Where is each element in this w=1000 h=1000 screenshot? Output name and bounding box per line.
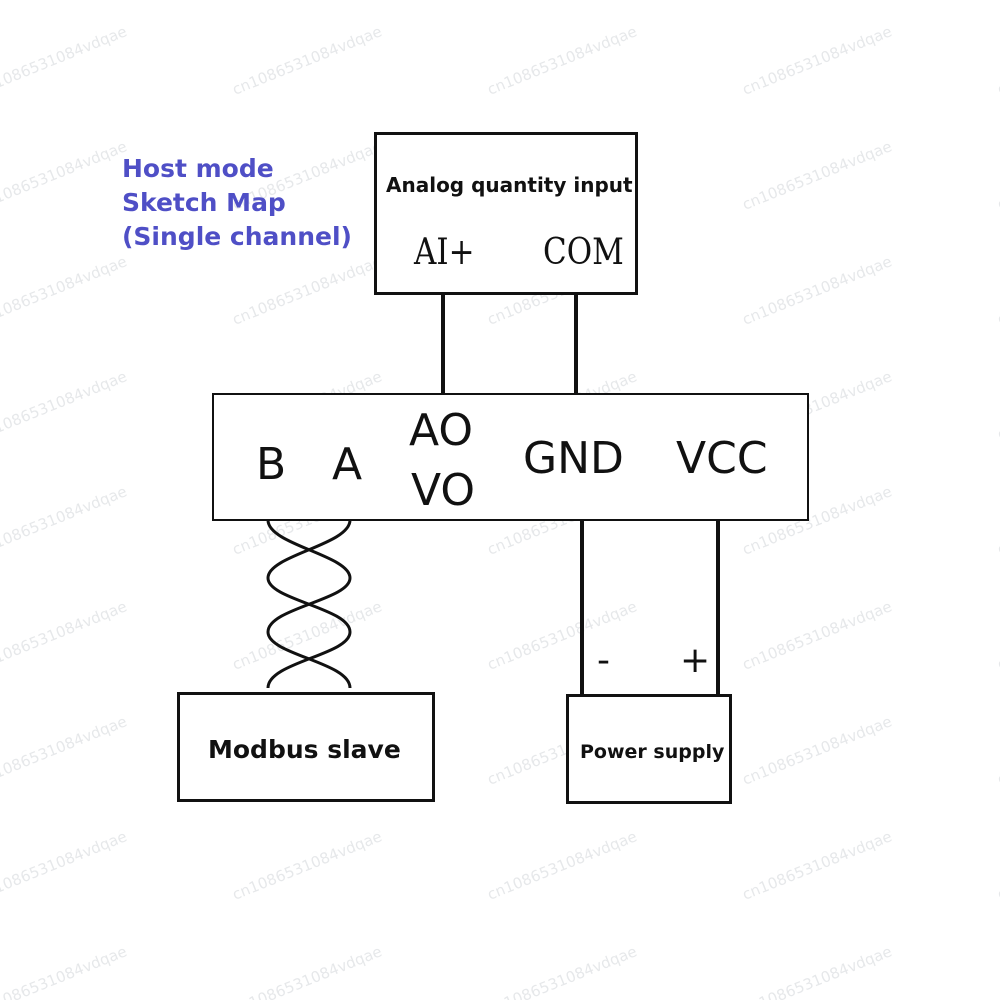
caption-line-host-mode: Host mode [122, 154, 274, 183]
wire-gnd-to-minus [580, 518, 584, 696]
analog-input-title: Analog quantity input [386, 173, 633, 197]
terminal-gnd: GND [523, 433, 624, 484]
terminal-vo: VO [411, 465, 475, 516]
analog-input-box: Analog quantity input AI+ COM [374, 132, 638, 295]
modbus-slave-title: Modbus slave [208, 735, 401, 764]
modbus-slave-box: Modbus slave [177, 692, 435, 802]
terminal-a: A [332, 439, 363, 490]
power-minus-label: - [597, 640, 610, 681]
terminal-b: B [256, 439, 287, 490]
module-terminal-block: B A AO VO GND VCC [212, 393, 809, 521]
terminal-com: COM [543, 232, 624, 273]
terminal-vcc: VCC [676, 433, 768, 484]
power-supply-title: Power supply [580, 741, 725, 763]
terminal-ao: AO [409, 405, 473, 456]
terminal-ai-plus: AI+ [414, 232, 475, 273]
power-plus-label: + [680, 640, 711, 681]
twisted-pair-wire-a [266, 519, 352, 689]
wire-com-to-gnd [574, 292, 578, 396]
caption-line-single-channel: (Single channel) [122, 222, 352, 251]
caption-line-sketch-map: Sketch Map [122, 188, 286, 217]
power-supply-box: Power supply [566, 694, 732, 804]
wire-ai-to-ao [441, 292, 445, 396]
wire-vcc-to-plus [716, 518, 720, 696]
diagram-caption: Host mode Sketch Map (Single channel) [122, 152, 422, 254]
